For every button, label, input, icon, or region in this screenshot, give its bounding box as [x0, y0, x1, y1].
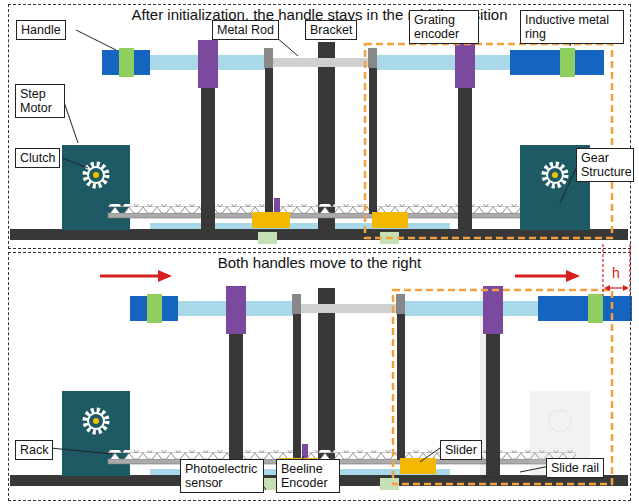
- part-name: Metal Rod: [212, 20, 279, 40]
- dimension-label: h: [612, 266, 620, 280]
- part-name: Slider: [440, 440, 482, 460]
- part-name: Photoelectric sensor: [180, 459, 264, 493]
- part-name: Slide rail: [546, 458, 604, 478]
- part-name: Step Motor: [15, 84, 65, 118]
- part-name: Beeline Encoder: [276, 459, 340, 493]
- part-name: Handle: [16, 20, 66, 40]
- panel-heading: Both handles move to the right: [214, 254, 425, 271]
- part-name: Inductive metal ring: [520, 10, 624, 44]
- part-name: Grating encoder: [409, 10, 479, 44]
- part-name: Rack: [15, 440, 53, 460]
- part-name: Bracket: [305, 20, 357, 40]
- part-name: Clutch: [15, 148, 60, 168]
- part-name: Gear Structure: [576, 148, 634, 182]
